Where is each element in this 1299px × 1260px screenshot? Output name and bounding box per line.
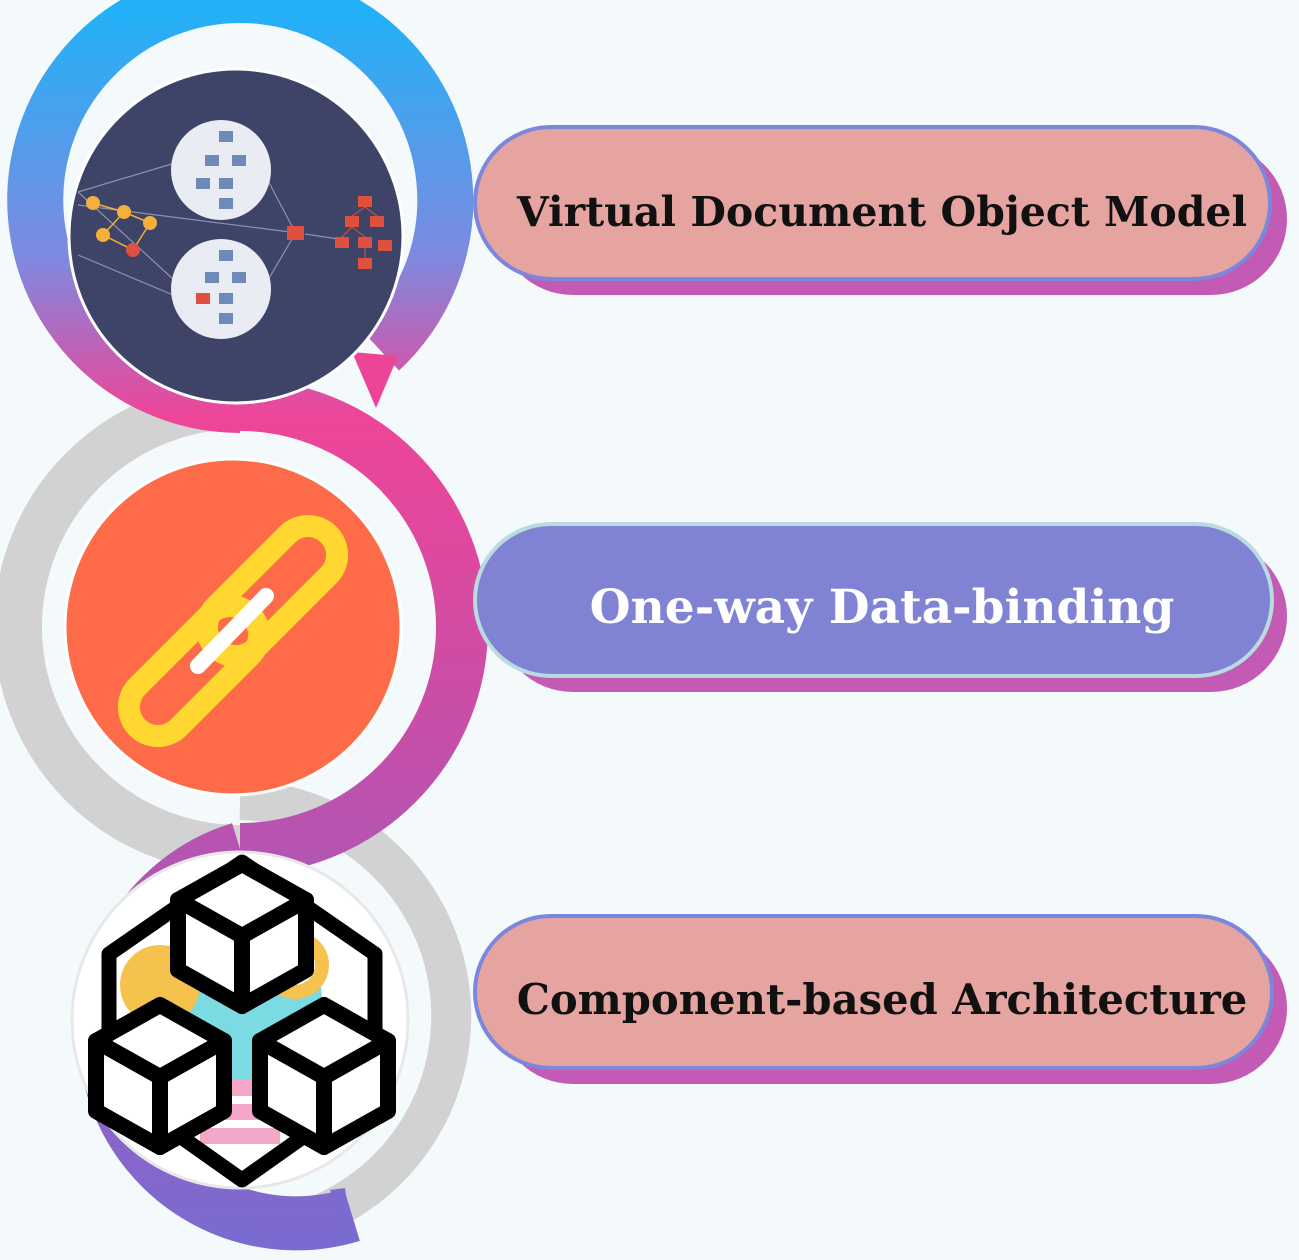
ribbon-top-tail bbox=[352, 352, 398, 408]
ribbon-middle-curve bbox=[239, 379, 488, 875]
pill-body bbox=[473, 125, 1272, 281]
ribbon-gray-middle bbox=[0, 381, 241, 873]
feature-label-data-binding: One-way Data-binding bbox=[590, 580, 1175, 635]
feature-pill-virtual-dom: Virtual Document Object Model bbox=[473, 125, 1287, 295]
ribbon-top-loop bbox=[7, 0, 474, 433]
feature-label-virtual-dom: Virtual Document Object Model bbox=[516, 188, 1247, 236]
feature-label-component-architecture: Component-based Architecture bbox=[517, 975, 1248, 1024]
virtual-dom-diagram-icon bbox=[67, 67, 405, 405]
pill-body bbox=[473, 914, 1274, 1070]
chain-link-icon bbox=[63, 457, 403, 797]
pill-body bbox=[473, 522, 1274, 678]
feature-pill-data-binding: One-way Data-binding bbox=[473, 522, 1287, 692]
ribbon-bottom-tail bbox=[330, 1188, 352, 1243]
feature-pill-component-architecture: Component-based Architecture bbox=[473, 914, 1287, 1084]
component-cubes-icon bbox=[70, 850, 410, 1190]
